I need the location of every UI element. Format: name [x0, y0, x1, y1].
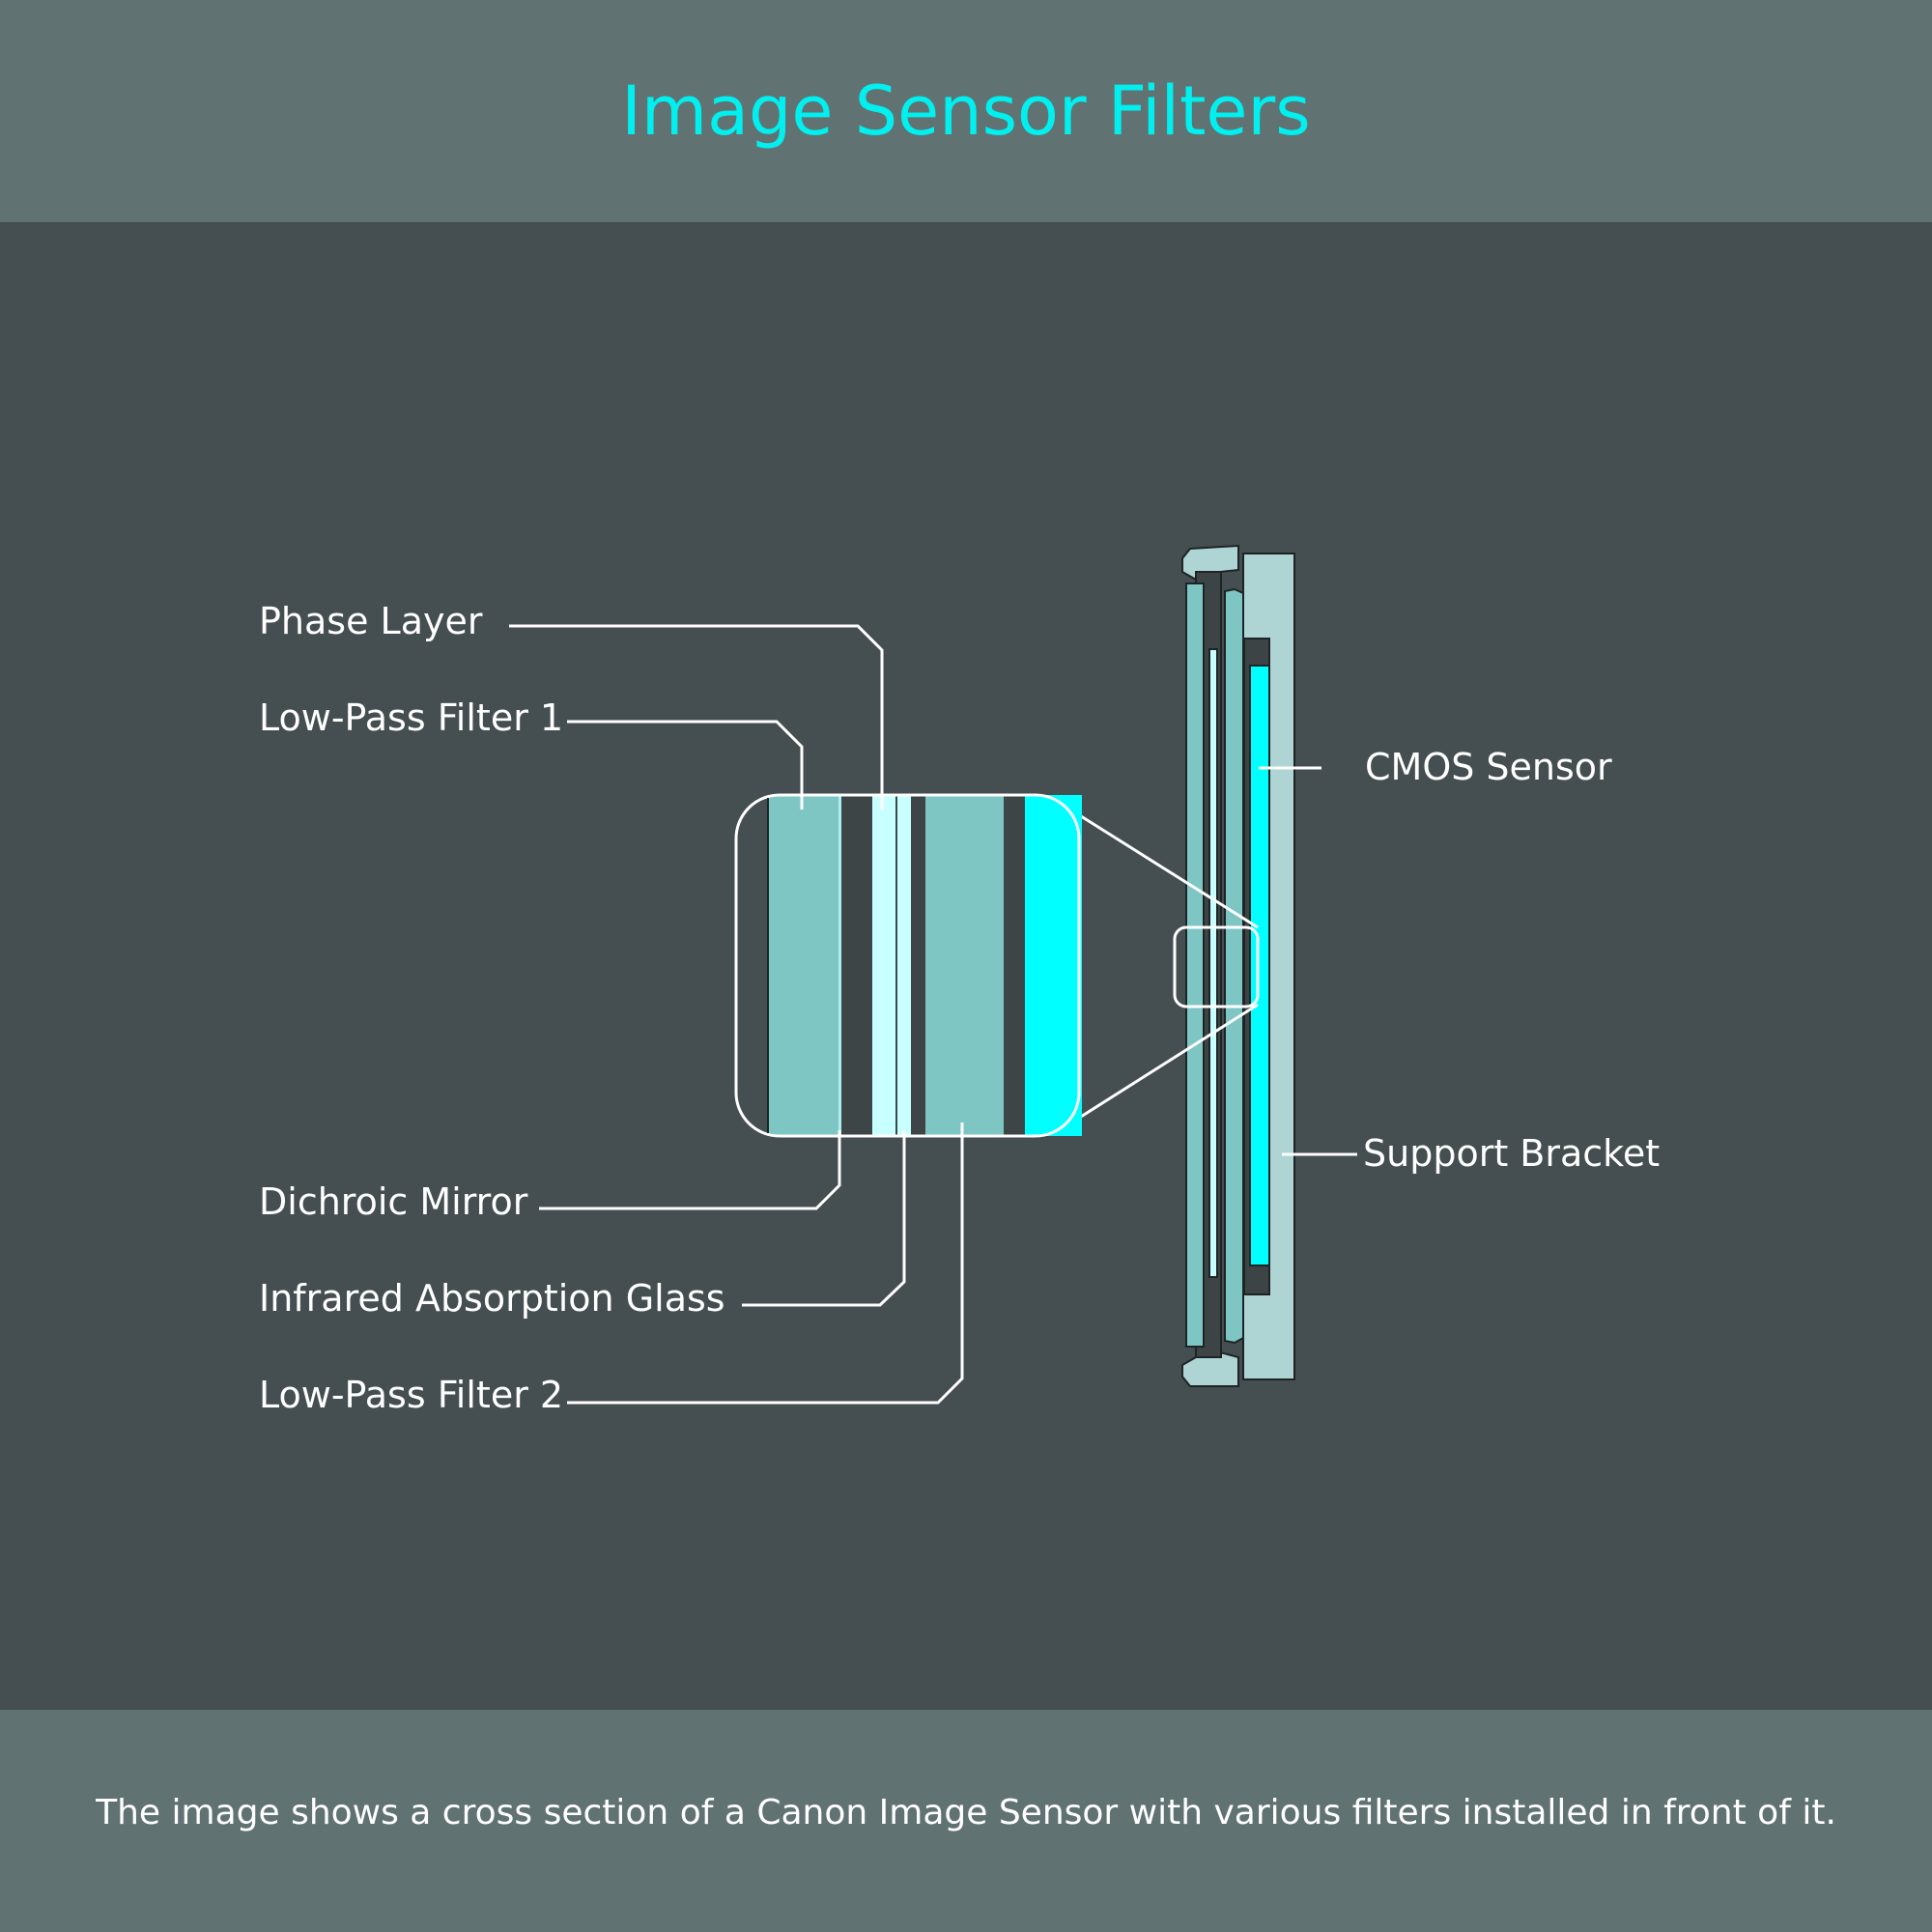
leader-low-pass-filter-1 — [567, 720, 804, 810]
page-title: Image Sensor Filters — [621, 71, 1311, 151]
cmos-sensor-layer — [1249, 665, 1270, 1266]
layer-cmos-sensor — [1025, 795, 1082, 1136]
leader-lines — [509, 624, 1357, 1405]
label-dichroic-mirror: Dichroic Mirror — [259, 1180, 528, 1223]
label-low-pass-filter-1: Low-Pass Filter 1 — [259, 696, 563, 739]
diagram-area: Phase Layer Low-Pass Filter 1 Dichroic M… — [0, 222, 1932, 1710]
label-support-bracket: Support Bracket — [1363, 1132, 1660, 1175]
leader-low-pass-filter-2 — [567, 1122, 964, 1405]
sensor-assembly — [1181, 544, 1295, 1387]
footer: The image shows a cross section of a Can… — [0, 1710, 1932, 1932]
magnifier-frame — [734, 793, 1081, 1138]
label-infrared-absorption-glass: Infrared Absorption Glass — [259, 1277, 725, 1320]
label-phase-layer: Phase Layer — [259, 600, 483, 642]
leader-dichroic-mirror — [539, 1130, 841, 1210]
caption: The image shows a cross section of a Can… — [96, 1793, 1836, 1833]
filter-slab-outer — [1185, 582, 1205, 1348]
leader-infrared-absorption-glass — [742, 1130, 906, 1307]
layer-infrared-absorption-glass — [897, 795, 911, 1136]
layer-dichroic-mirror — [838, 795, 841, 1136]
layer-low-pass-filter-2 — [925, 795, 1004, 1136]
label-low-pass-filter-2: Low-Pass Filter 2 — [259, 1374, 563, 1416]
magnified-cross-section — [734, 793, 1082, 1138]
label-cmos-sensor: CMOS Sensor — [1365, 746, 1612, 788]
layer-phase — [872, 795, 895, 1136]
filter-slab-inner — [1224, 587, 1244, 1345]
header: Image Sensor Filters — [0, 0, 1932, 222]
magnifier-lines — [1062, 803, 1260, 1130]
sensor-diagram: Phase Layer Low-Pass Filter 1 Dichroic M… — [259, 544, 1660, 1416]
leader-phase-layer — [509, 624, 884, 810]
magnifier-source-region — [1173, 925, 1260, 1009]
layer-low-pass-filter-1 — [768, 795, 840, 1136]
filter-slab-thin-glass — [1208, 648, 1218, 1278]
